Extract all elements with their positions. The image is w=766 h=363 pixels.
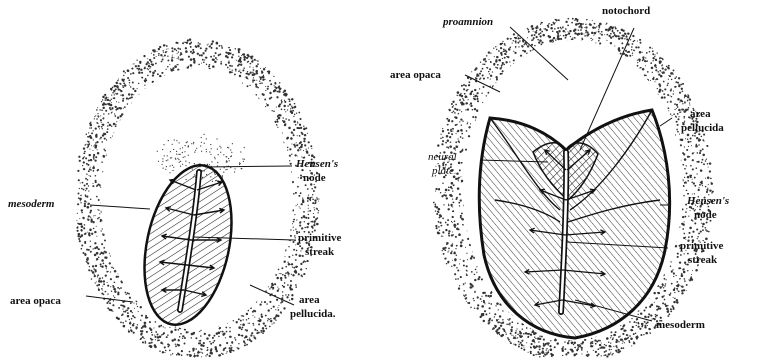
left-label-hensens-node: Hensen's xyxy=(295,158,338,170)
right-label-area-pellucida-2: pellucida xyxy=(681,122,724,134)
right-label-proamnion: proamnion xyxy=(442,16,493,28)
left-label-hensens-node-2: node xyxy=(303,172,326,184)
right-label-area-opaca: area opaca xyxy=(390,69,441,81)
right-label-neural-plate: neural xyxy=(428,151,457,163)
left-label-primitive-streak: primitive xyxy=(298,232,341,244)
right-label-mesoderm: mesoderm xyxy=(656,319,705,331)
left-label-mesoderm: mesoderm xyxy=(8,198,55,210)
left-label-area-opaca: area opaca xyxy=(10,295,61,307)
right-embryo xyxy=(433,18,714,358)
right-label-notochord: notochord xyxy=(602,5,650,17)
left-label-area-pellucida-2: pellucida. xyxy=(290,308,336,320)
right-label-hensens-node: Hensen's xyxy=(686,195,729,207)
right-label-neural-plate-2: plate xyxy=(431,165,454,177)
right-label-primitive-streak-2: streak xyxy=(688,254,718,266)
left-embryo xyxy=(76,38,319,357)
left-label-area-pellucida: area xyxy=(299,294,320,306)
right-label-hensens-node-2: node xyxy=(694,209,717,221)
right-label-area-pellucida: area xyxy=(690,108,711,120)
right-label-primitive-streak: primitive xyxy=(680,240,723,252)
left-label-primitive-streak-2: streak xyxy=(305,246,335,258)
